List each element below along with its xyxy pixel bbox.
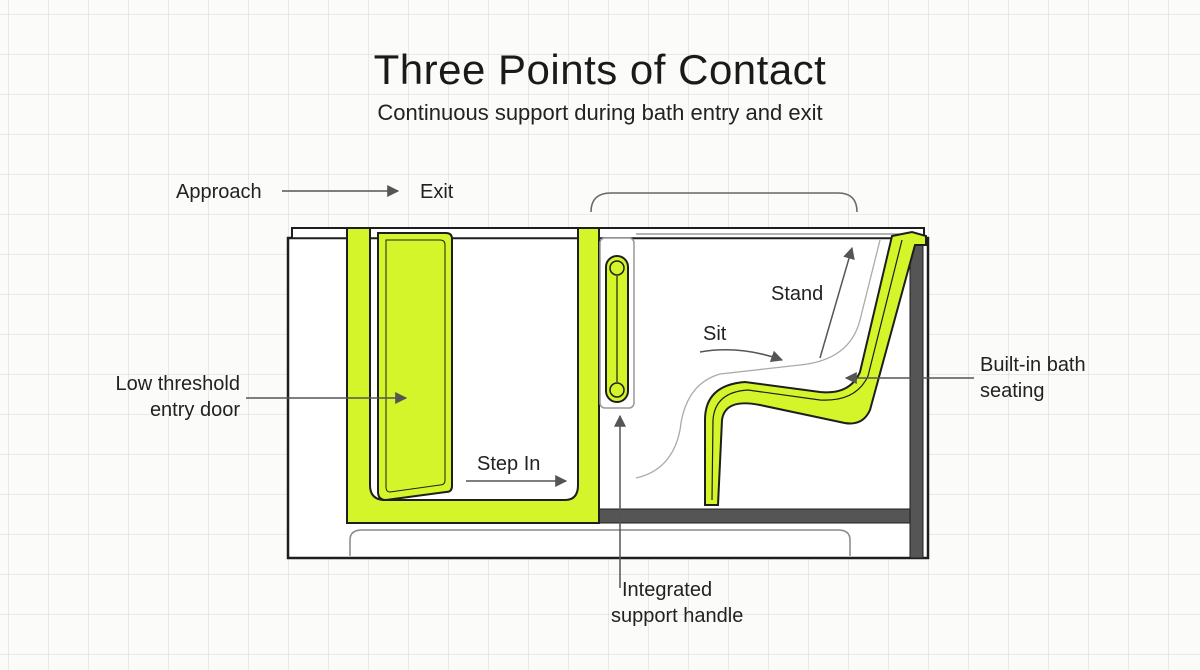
support-handle <box>599 237 635 409</box>
stand-label: Stand <box>771 283 823 305</box>
handle-callout-line1: Integrated <box>622 579 712 601</box>
sit-label: Sit <box>703 323 727 345</box>
diagram-title: Three Points of Contact <box>373 46 827 93</box>
flow-end-label: Exit <box>420 181 454 203</box>
door-callout-line2: entry door <box>150 399 240 421</box>
door-callout-line1: Low threshold <box>115 373 240 395</box>
flow-start-label: Approach <box>176 181 262 203</box>
step-in-label: Step In <box>477 453 540 475</box>
handle-callout-line2: support handle <box>611 605 743 627</box>
interior-bracket <box>590 192 858 213</box>
seat-callout-line1: Built-in bath <box>980 354 1086 376</box>
diagram-subtitle: Continuous support during bath entry and… <box>377 100 823 125</box>
entry-door <box>346 227 600 524</box>
sit-arrow <box>699 349 784 363</box>
stand-arrow <box>819 246 855 359</box>
seat-callout-line2: seating <box>980 380 1045 402</box>
bath-seat <box>635 230 927 506</box>
